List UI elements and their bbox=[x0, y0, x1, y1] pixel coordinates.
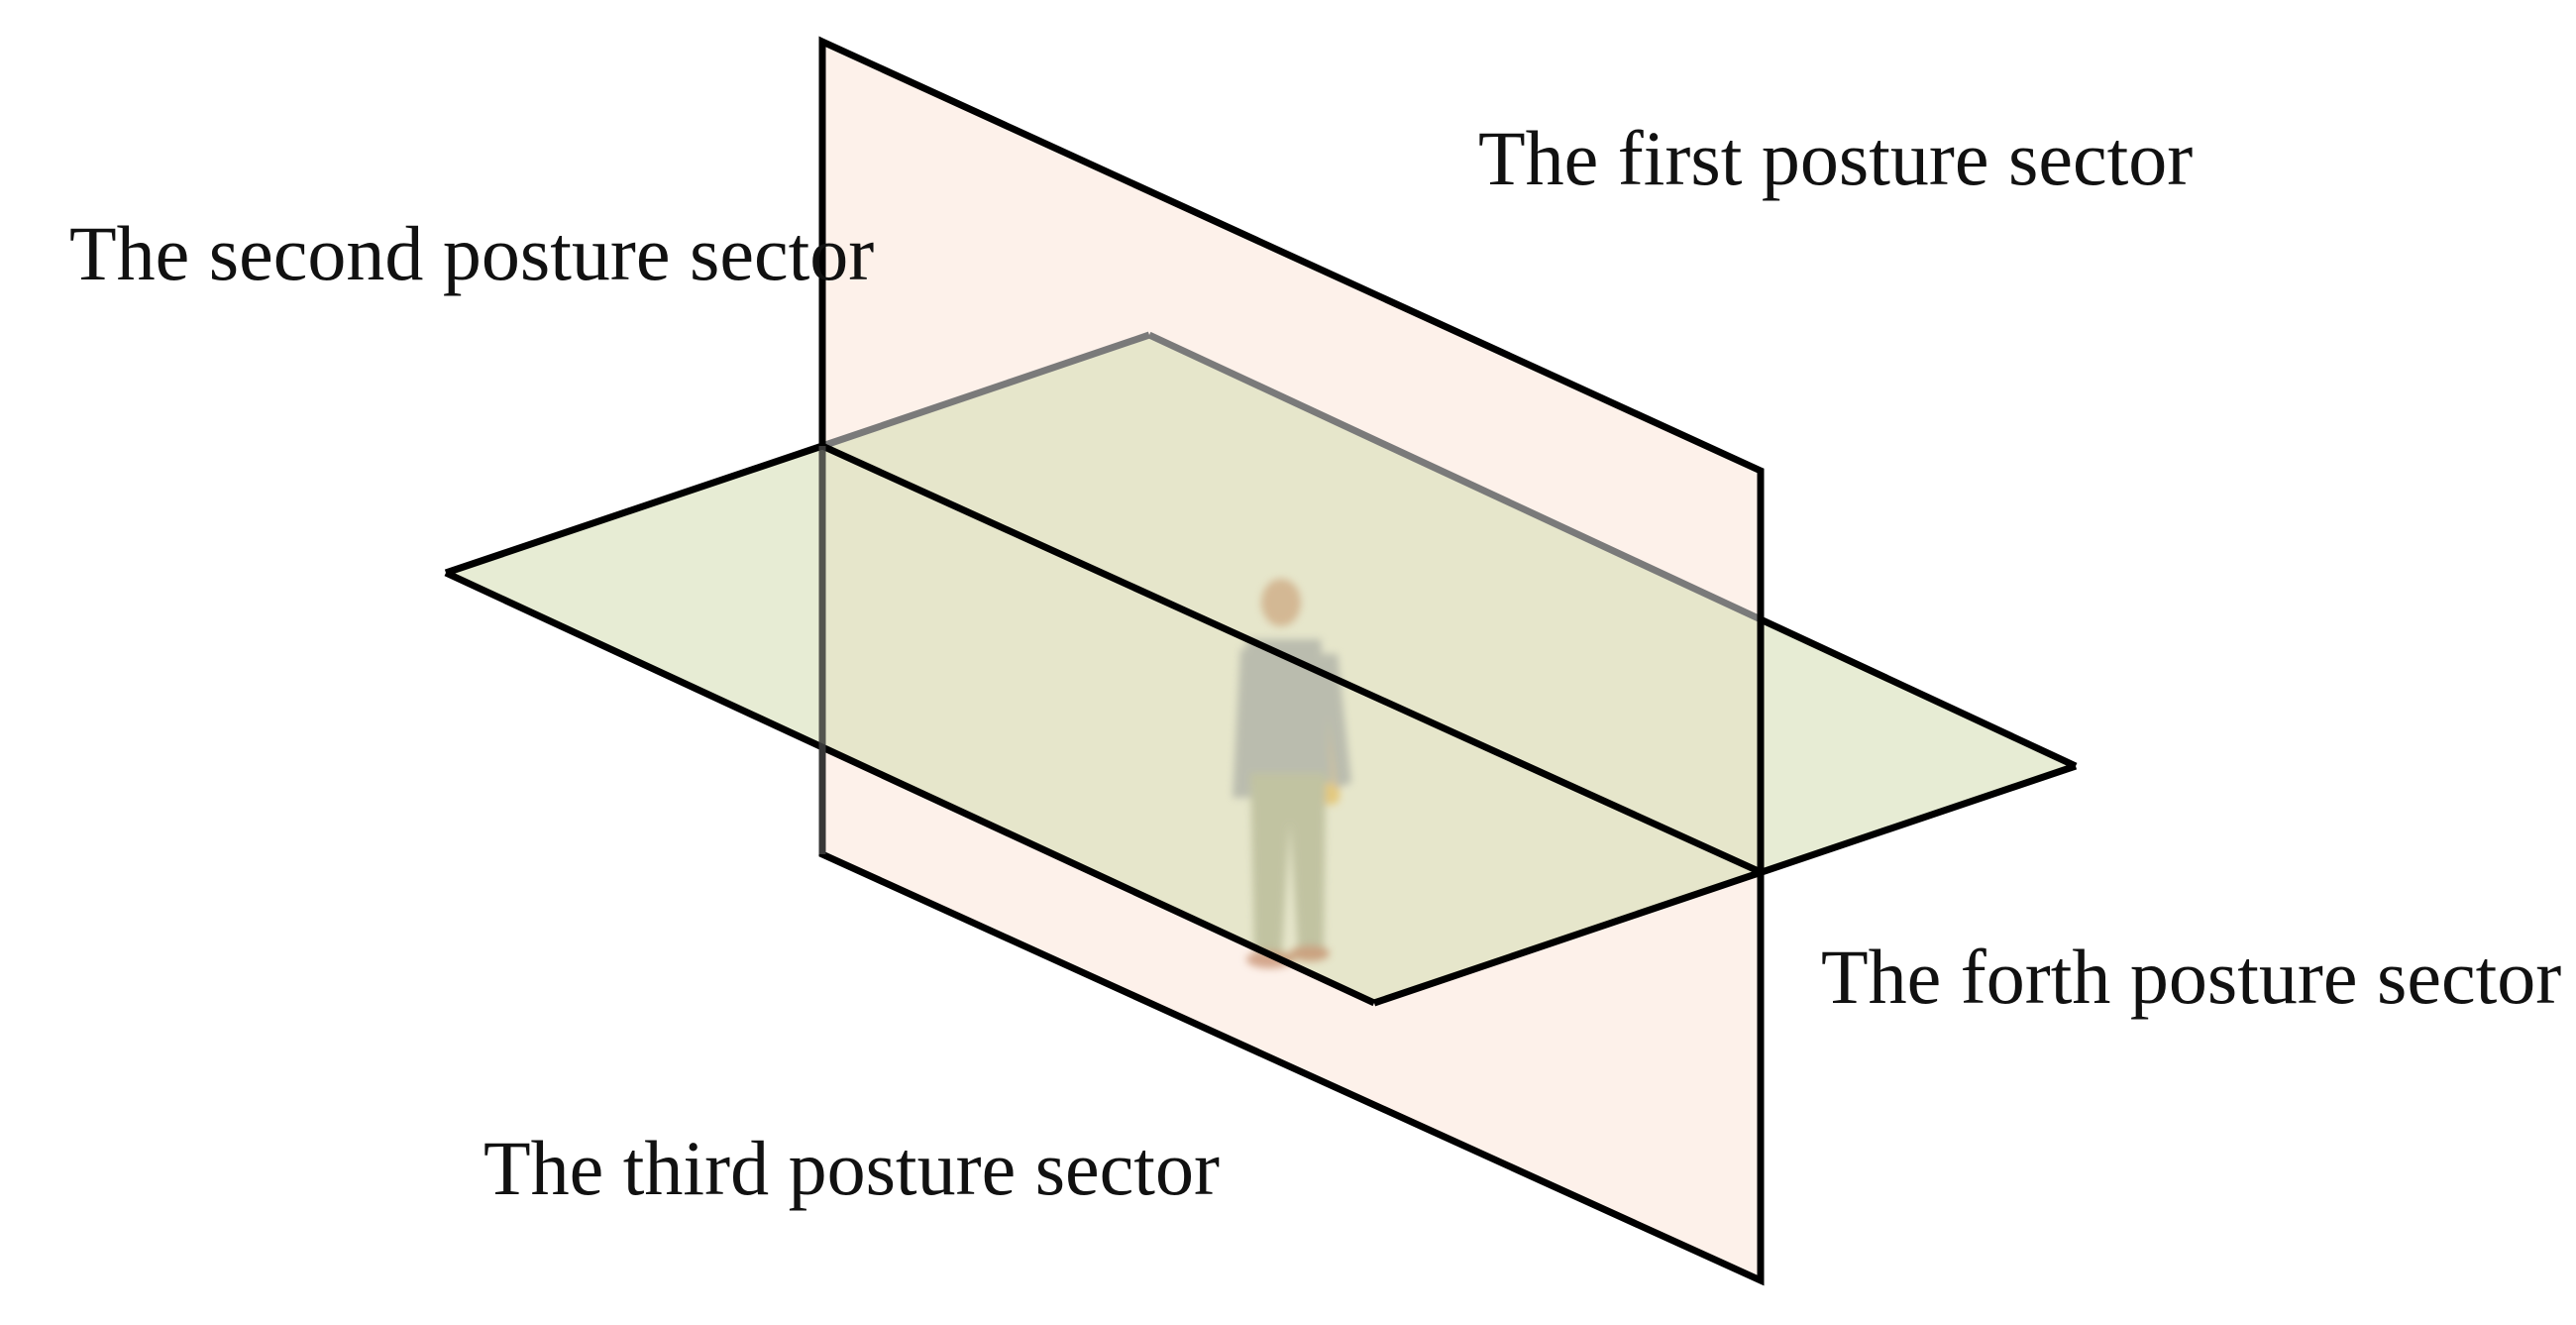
horizontal-front-left-edge bbox=[444, 569, 1376, 1007]
horizontal-front-right-edge bbox=[1372, 762, 2078, 1007]
horizontal-plane-edges bbox=[444, 331, 2078, 1007]
figure-legs bbox=[1250, 773, 1326, 951]
label-first-posture-sector: The first posture sector bbox=[1478, 115, 2193, 201]
horizontal-right-edge bbox=[1759, 615, 2078, 770]
horizontal-back-left-edge bbox=[820, 331, 1151, 450]
label-second-posture-sector: The second posture sector bbox=[69, 210, 874, 296]
label-third-posture-sector: The third posture sector bbox=[483, 1125, 1220, 1211]
figure-head bbox=[1261, 579, 1301, 626]
figure-right-arm bbox=[1320, 654, 1351, 788]
plane-intersection-line bbox=[820, 442, 1763, 876]
figure-torso bbox=[1240, 639, 1333, 783]
horizontal-left-edge bbox=[444, 442, 824, 577]
horizontal-back-right-edge bbox=[1147, 331, 1763, 623]
label-fourth-posture-sector: The forth posture sector bbox=[1821, 934, 2561, 1020]
figure-right-shoe bbox=[1290, 945, 1330, 961]
figure-left-arm bbox=[1233, 649, 1256, 798]
